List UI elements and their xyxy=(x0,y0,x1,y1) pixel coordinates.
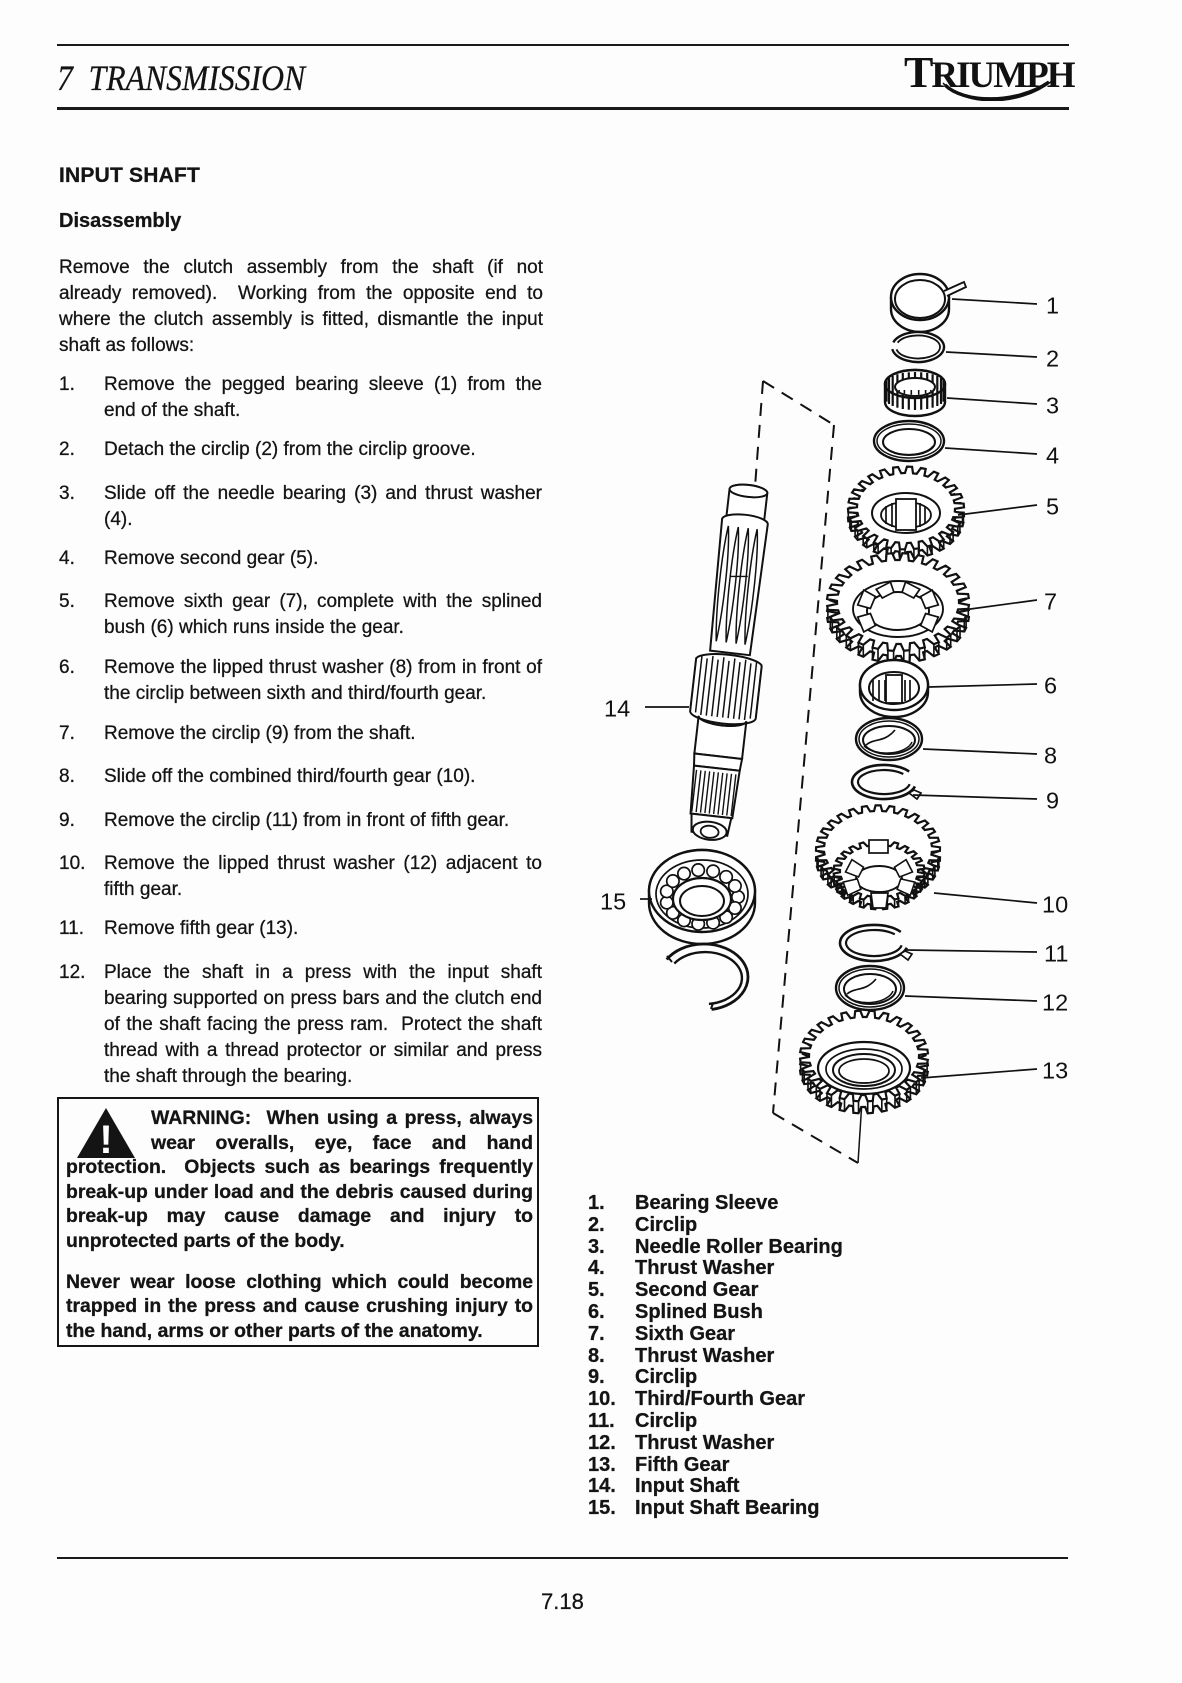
svg-text:5: 5 xyxy=(1046,494,1059,520)
svg-text:13: 13 xyxy=(1042,1058,1068,1084)
svg-text:12: 12 xyxy=(1042,990,1068,1016)
svg-text:6: 6 xyxy=(1044,673,1057,699)
svg-text:!: ! xyxy=(99,1118,112,1160)
svg-text:1: 1 xyxy=(1046,293,1059,319)
svg-text:10: 10 xyxy=(1042,892,1068,918)
svg-text:8: 8 xyxy=(1044,743,1057,769)
svg-text:11: 11 xyxy=(1044,941,1068,967)
svg-text:14: 14 xyxy=(604,696,630,722)
svg-text:3: 3 xyxy=(1046,393,1059,419)
svg-text:7: 7 xyxy=(1044,589,1057,615)
svg-text:9: 9 xyxy=(1046,788,1059,814)
svg-text:4: 4 xyxy=(1046,443,1059,469)
svg-text:15: 15 xyxy=(600,889,626,915)
svg-text:TRIUMPH: TRIUMPH xyxy=(904,48,1076,97)
svg-text:2: 2 xyxy=(1046,346,1059,372)
